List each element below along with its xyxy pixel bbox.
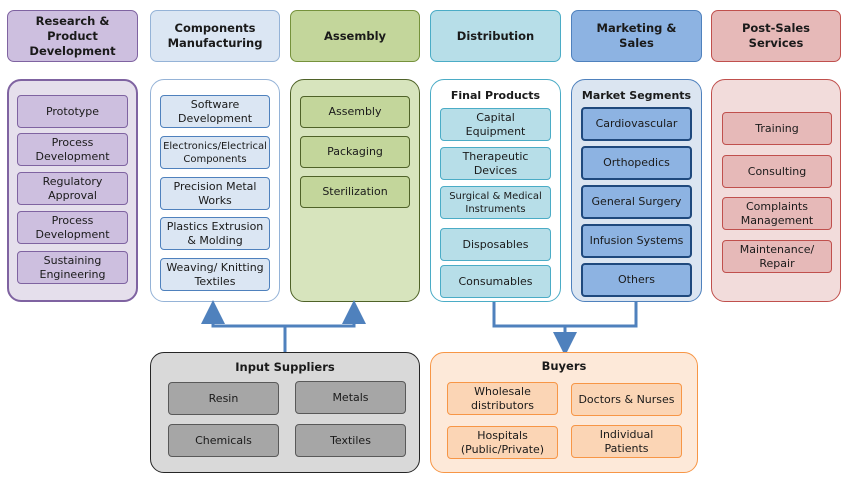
distribution-title: Final Products <box>450 89 541 102</box>
buyer-item: Doctors & Nurses <box>571 383 682 416</box>
market-segment: Others <box>581 263 692 297</box>
rnd-item: Process Development <box>17 133 128 166</box>
buyer-item: Individual Patients <box>571 425 682 458</box>
distribution-item: Consumables <box>440 265 551 298</box>
rnd-item: Regulatory Approval <box>17 172 128 205</box>
assembly-item: Assembly <box>300 96 410 128</box>
input-suppliers-title: Input Suppliers <box>235 360 335 374</box>
buyers-title: Buyers <box>541 359 587 373</box>
buyer-item: Wholesale distributors <box>447 382 558 415</box>
buyer-item: Hospitals (Public/Private) <box>447 426 558 459</box>
header-research: Research & Product Development <box>7 10 138 62</box>
distribution-item: Disposables <box>440 228 551 261</box>
distribution-item: Therapeutic Devices <box>440 147 551 180</box>
post-sales-item: Training <box>722 112 832 145</box>
rnd-item: Prototype <box>17 95 128 128</box>
header-distribution: Distribution <box>430 10 561 62</box>
market-segment: Orthopedics <box>581 146 692 180</box>
distribution-item: Surgical & Medical Instruments <box>440 186 551 219</box>
post-sales-item: Consulting <box>722 155 832 188</box>
marketing-title: Market Segments <box>581 89 692 102</box>
rnd-item: Sustaining Engineering <box>17 251 128 284</box>
header-marketing: Marketing & Sales <box>571 10 702 62</box>
assembly-item: Packaging <box>300 136 410 168</box>
supplier-item: Textiles <box>295 424 406 457</box>
distribution-item: Capital Equipment <box>440 108 551 141</box>
market-segment: General Surgery <box>581 185 692 219</box>
buyers-connector <box>492 302 638 328</box>
header-post-sales: Post-Sales Services <box>711 10 841 62</box>
market-segment: Infusion Systems <box>581 224 692 258</box>
rnd-item: Process Development <box>17 211 128 244</box>
supplier-connector <box>201 300 287 352</box>
component-item: Plastics Extrusion & Molding <box>160 217 270 250</box>
component-item: Electronics/Electrical Components <box>160 136 270 169</box>
supplier-connector <box>285 300 366 328</box>
supplier-item: Metals <box>295 381 406 414</box>
market-segment: Cardiovascular <box>581 107 692 141</box>
component-item: Weaving/ Knitting Textiles <box>160 258 270 291</box>
assembly-item: Sterilization <box>300 176 410 208</box>
post-sales-item: Complaints Management <box>722 197 832 230</box>
component-item: Software Development <box>160 95 270 128</box>
header-assembly: Assembly <box>290 10 420 62</box>
component-item: Precision Metal Works <box>160 177 270 210</box>
post-sales-item: Maintenance/ Repair <box>722 240 832 273</box>
supplier-item: Chemicals <box>168 424 279 457</box>
header-components: Components Manufacturing <box>150 10 280 62</box>
supplier-item: Resin <box>168 382 279 415</box>
